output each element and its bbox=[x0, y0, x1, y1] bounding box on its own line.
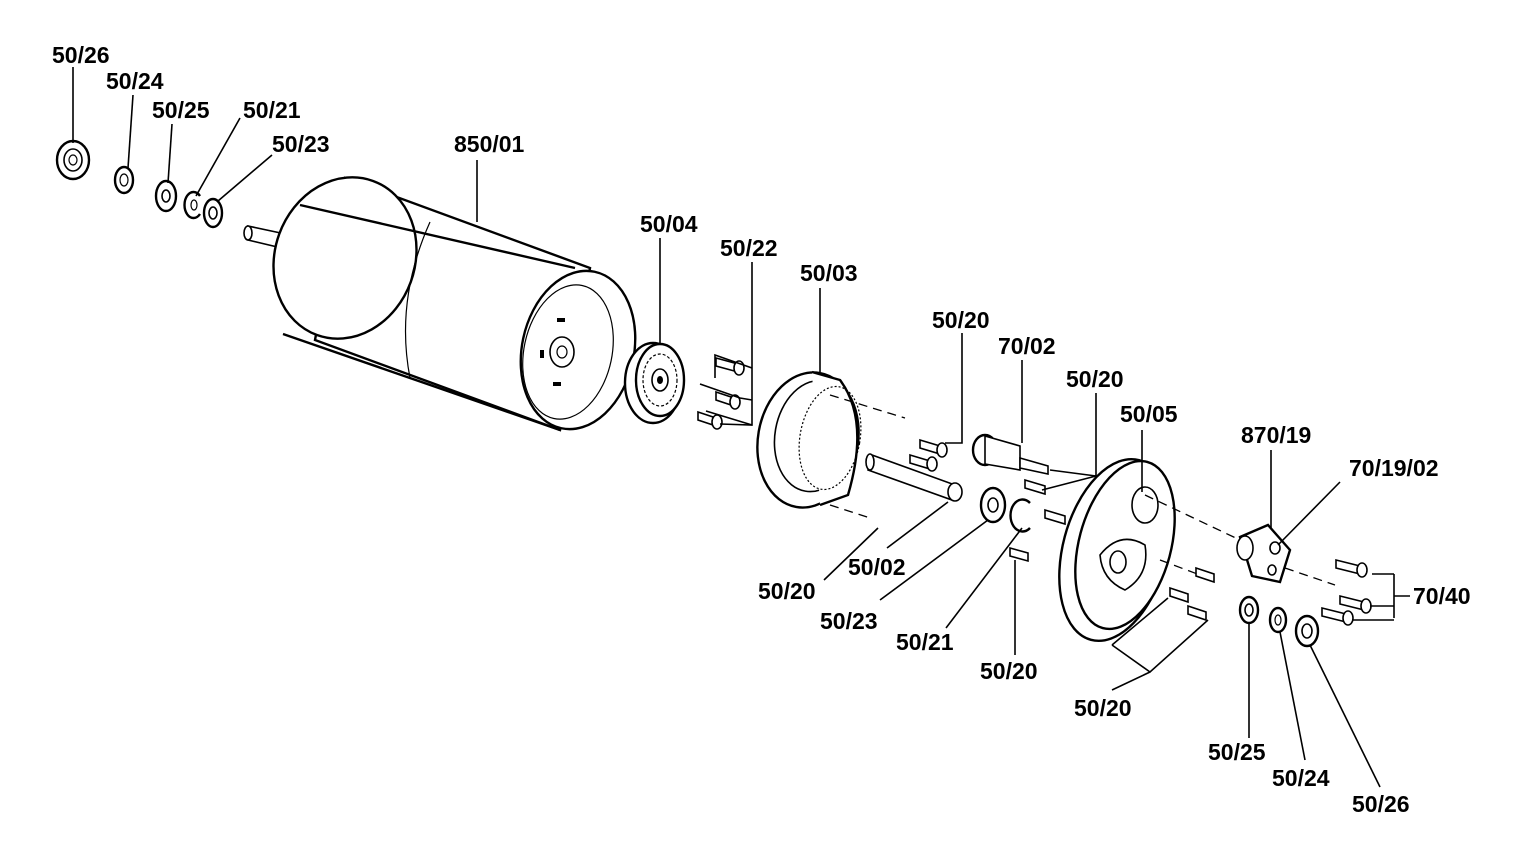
label-50-23-bottom: 50/23 bbox=[820, 608, 878, 634]
label-50-23-top: 50/23 bbox=[272, 131, 330, 157]
part-washer-top bbox=[154, 179, 178, 213]
part-nut-top bbox=[55, 139, 91, 181]
part-screws-bracket bbox=[1321, 558, 1372, 626]
label-50-25-top: 50/25 bbox=[152, 97, 210, 123]
part-screws-gear bbox=[697, 356, 745, 430]
label-50-04: 50/04 bbox=[640, 211, 698, 237]
label-50-20-c: 50/20 bbox=[758, 578, 816, 604]
label-50-26-bottom: 50/26 bbox=[1352, 791, 1410, 817]
part-washer-bottom bbox=[1238, 595, 1260, 625]
label-50-21-top: 50/21 bbox=[243, 97, 301, 123]
label-50-22: 50/22 bbox=[720, 235, 778, 261]
label-50-20-a: 50/20 bbox=[932, 307, 990, 333]
part-shaft bbox=[865, 438, 963, 502]
label-50-02: 50/02 bbox=[848, 554, 906, 580]
label-50-20-b: 50/20 bbox=[1066, 366, 1124, 392]
part-spring-washer-bottom bbox=[1268, 606, 1288, 634]
label-50-05: 50/05 bbox=[1120, 401, 1178, 427]
label-70-40: 70/40 bbox=[1413, 583, 1471, 609]
part-screws-cover bbox=[1009, 478, 1215, 622]
part-spring-washer-top bbox=[113, 165, 135, 195]
part-washer-mid bbox=[979, 486, 1007, 524]
label-70-19-02: 70/19/02 bbox=[1349, 455, 1439, 481]
part-labels: 50/26 50/24 50/25 50/21 50/23 850/01 50/… bbox=[52, 42, 1471, 817]
part-bracket bbox=[1236, 523, 1292, 584]
label-50-03: 50/03 bbox=[800, 260, 858, 286]
label-50-21-bottom: 50/21 bbox=[896, 629, 954, 655]
part-washer-top-2 bbox=[202, 197, 224, 229]
label-850-01: 850/01 bbox=[454, 131, 525, 157]
label-50-24-bottom: 50/24 bbox=[1272, 765, 1330, 791]
assembly-lines bbox=[829, 394, 1336, 586]
label-50-20-d: 50/20 bbox=[980, 658, 1038, 684]
part-gear-wheel bbox=[623, 341, 686, 425]
part-circlip-top bbox=[183, 190, 201, 220]
leader-lines bbox=[72, 67, 1410, 788]
label-50-25-bottom: 50/25 bbox=[1208, 739, 1266, 765]
part-ring-gear bbox=[756, 370, 862, 509]
part-motor bbox=[243, 176, 637, 432]
part-end-cover bbox=[1058, 457, 1176, 643]
label-50-24-top: 50/24 bbox=[106, 68, 164, 94]
part-nut-bottom bbox=[1294, 614, 1320, 648]
label-50-20-e: 50/20 bbox=[1074, 695, 1132, 721]
label-70-02: 70/02 bbox=[998, 333, 1056, 359]
part-pinion bbox=[971, 433, 1049, 475]
label-870-19: 870/19 bbox=[1241, 422, 1311, 448]
label-50-26-top: 50/26 bbox=[52, 42, 110, 68]
part-circlip-mid bbox=[1009, 498, 1031, 533]
